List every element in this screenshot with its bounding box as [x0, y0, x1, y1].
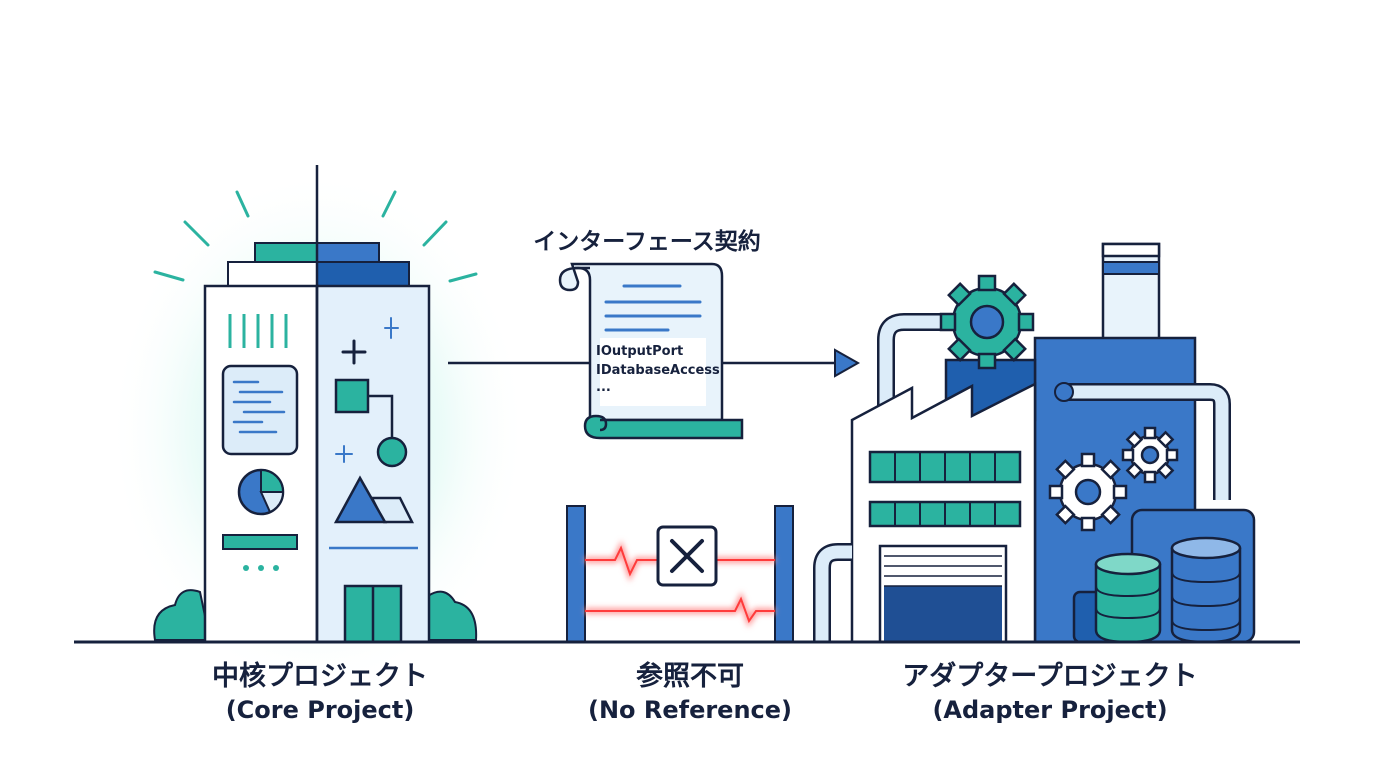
no-reference-barrier	[566, 505, 794, 643]
core-left-wall	[203, 284, 319, 644]
code-document-icon	[221, 364, 299, 456]
core-right-wall	[315, 284, 431, 644]
gear-icon	[1048, 452, 1128, 532]
no-reference-label-jp: 参照不可	[636, 661, 744, 692]
no-reference-label: 参照不可 (No Reference)	[570, 660, 810, 726]
progress-bar-icon	[222, 534, 298, 550]
interface-item: IDatabaseAccess	[596, 363, 720, 378]
gear-icon	[939, 274, 1035, 370]
interface-item: IOutputPort	[596, 344, 684, 359]
adapter-factory	[813, 242, 1256, 644]
database-icon	[1170, 536, 1242, 644]
barcode-icon	[228, 314, 288, 348]
contract-title: インターフェース契約	[533, 229, 761, 255]
adapter-project-label: アダプタープロジェクト (Adapter Project)	[870, 660, 1230, 726]
bush-left	[153, 589, 212, 641]
barrier-post-left	[566, 505, 586, 643]
pie-chart-icon	[237, 468, 285, 516]
bush-right	[418, 590, 478, 641]
shapes-icon	[333, 475, 415, 524]
adapter-label-en: (Adapter Project)	[932, 696, 1168, 724]
dots-icon	[243, 565, 279, 571]
barrier-post-right	[774, 505, 794, 643]
core-project-label: 中核プロジェクト (Core Project)	[195, 660, 445, 726]
sparkle-icon	[335, 317, 399, 463]
database-icon	[1094, 552, 1162, 644]
flowchart-icon	[334, 378, 408, 468]
core-light-rays	[153, 190, 478, 283]
core-building	[108, 165, 528, 690]
plus-icon	[341, 339, 367, 365]
adapter-label-jp: アダプタープロジェクト	[902, 661, 1198, 692]
interface-item: ...	[596, 380, 611, 395]
gear-icon	[1121, 426, 1179, 484]
no-reference-label-en: (No Reference)	[587, 696, 793, 724]
core-label-jp: 中核プロジェクト	[212, 661, 428, 692]
core-label-en: (Core Project)	[225, 696, 415, 724]
contract-scroll-icon	[558, 262, 744, 440]
